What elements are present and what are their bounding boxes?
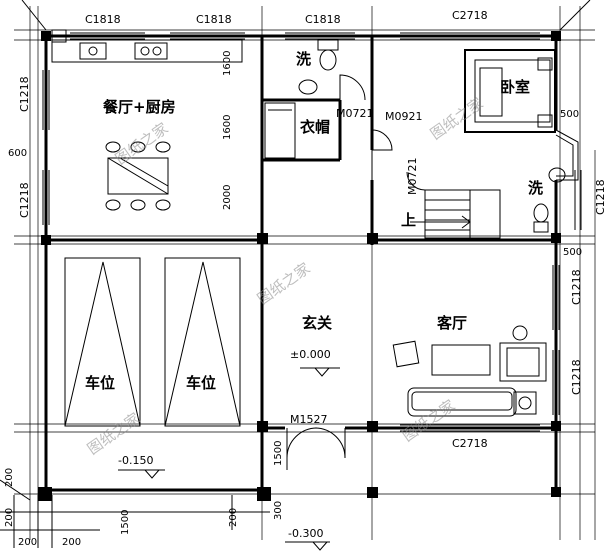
room-label-stairs-up: 上 <box>401 211 416 229</box>
room-label-bath-top: 洗 <box>296 50 311 68</box>
room-label-closet: 衣帽 <box>300 118 330 136</box>
dim-500-b: 500 <box>563 247 582 258</box>
window-label-top-1: C1818 <box>85 13 121 26</box>
window-label-bottom: C2718 <box>452 437 488 450</box>
elevation-label-outside: -0.300 <box>288 527 323 540</box>
living-furniture <box>392 325 547 417</box>
window-label-left-2: C1218 <box>18 182 31 218</box>
doors <box>286 74 426 470</box>
room-label-bath-right: 洗 <box>528 179 543 197</box>
dim-300: 300 <box>273 501 284 520</box>
bath-fixtures <box>264 39 566 233</box>
dim-bottom-200-a: 200 <box>4 468 15 487</box>
window-label-right-3: C1218 <box>570 359 583 395</box>
corner-guides <box>21 0 591 31</box>
elevation-marks <box>118 367 340 551</box>
bed <box>464 49 556 133</box>
room-label-foyer: 玄关 <box>302 314 332 332</box>
dim-600-left: 600 <box>8 148 27 159</box>
window-label-top-4: C2718 <box>452 9 488 22</box>
dim-bottom-200-b: 200 <box>4 508 15 527</box>
door-labels: M0721 M0921 M0721 M1527 <box>290 107 423 426</box>
dimension-labels: 600 1600 1600 2000 500 500 1500 300 200 … <box>4 51 582 548</box>
door-label-m1527: M1527 <box>290 413 328 426</box>
room-label-parking-1: 车位 <box>85 374 115 392</box>
window-marks <box>42 32 582 432</box>
bottom-dimension-lines <box>0 479 270 548</box>
parking-spaces <box>64 257 241 427</box>
dim-bottom-1500: 1500 <box>120 510 131 535</box>
stairs <box>410 189 501 239</box>
door-label-m0721-a: M0721 <box>336 107 374 120</box>
window-label-top-2: C1818 <box>196 13 232 26</box>
dim-bottom-200-d: 200 <box>62 537 81 548</box>
elevation-label-parking: -0.150 <box>118 454 153 467</box>
dim-1600-b: 1600 <box>222 115 233 140</box>
dim-500-a: 500 <box>560 109 579 120</box>
room-label-dining-kitchen: 餐厅+厨房 <box>103 98 176 116</box>
window-labels: C1818 C1818 C1818 C2718 C1218 C1218 C121… <box>18 9 607 450</box>
window-label-right-2: C1218 <box>570 269 583 305</box>
dim-2000: 2000 <box>222 185 233 210</box>
dim-1600-a: 1600 <box>222 51 233 76</box>
dim-1500-door: 1500 <box>273 441 284 466</box>
door-label-m0721-b: M0721 <box>406 158 419 196</box>
window-label-top-3: C1818 <box>305 13 341 26</box>
elevation-labels: ±0.000 -0.150 -0.300 <box>118 348 331 540</box>
dining-table <box>105 141 171 211</box>
kitchen-fixtures <box>51 29 243 63</box>
window-label-left-1: C1218 <box>18 76 31 112</box>
columns <box>38 31 561 501</box>
window-label-right-1: C1218 <box>594 179 607 215</box>
elevation-label-foyer: ±0.000 <box>290 348 331 361</box>
dim-bottom-200-e: 200 <box>228 508 239 527</box>
door-label-m0921: M0921 <box>385 110 423 123</box>
axis-lines <box>14 6 596 540</box>
room-label-living: 客厅 <box>436 314 467 332</box>
room-labels: 餐厅+厨房 洗 衣帽 卧室 洗 上 玄关 客厅 车位 车位 <box>85 50 543 392</box>
room-label-bedroom: 卧室 <box>500 78 530 96</box>
room-label-parking-2: 车位 <box>186 374 216 392</box>
dim-bottom-200-c: 200 <box>18 537 37 548</box>
